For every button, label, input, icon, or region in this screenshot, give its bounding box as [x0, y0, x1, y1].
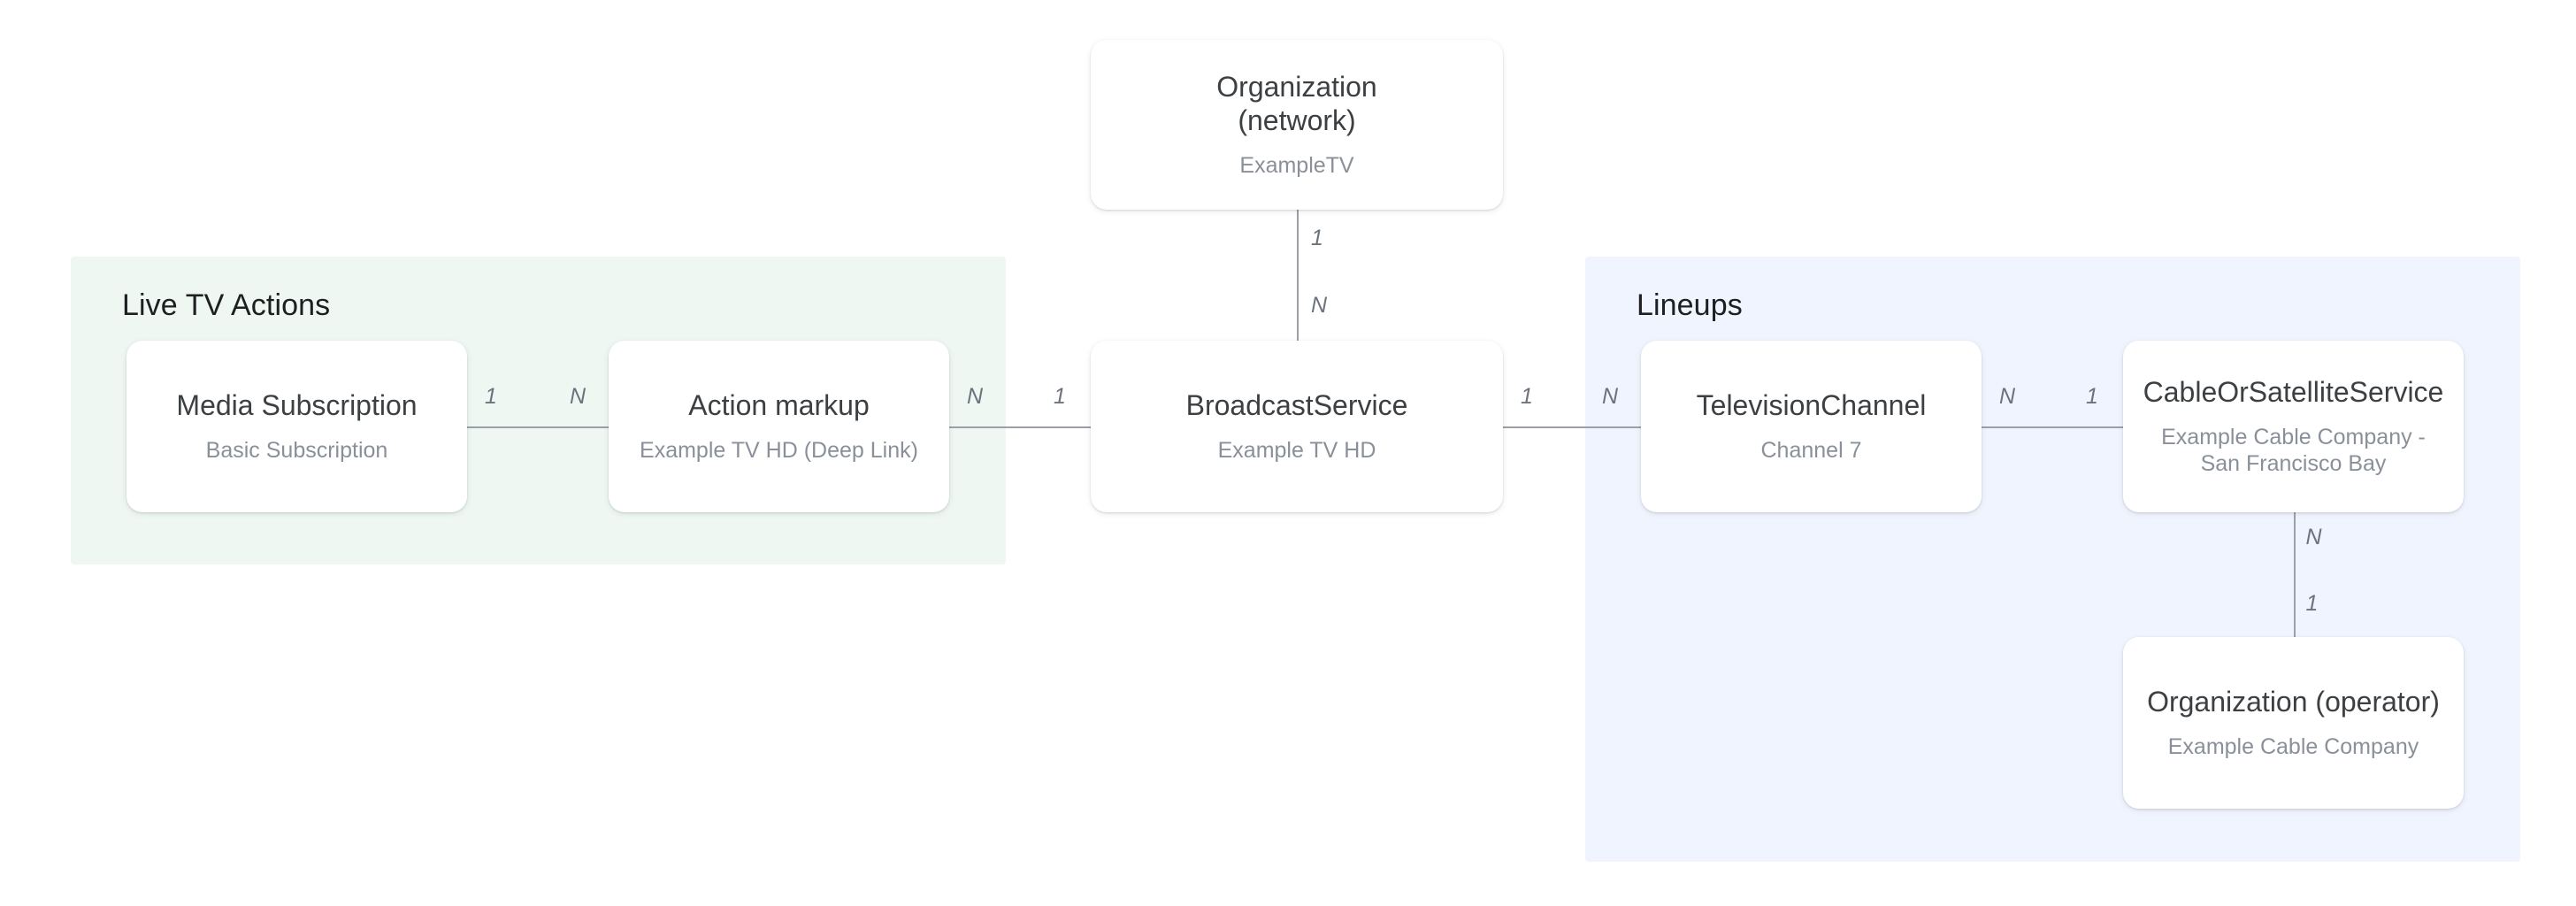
node-media-subscription[interactable]: Media Subscription Basic Subscription — [126, 341, 467, 512]
node-title: Media Subscription — [176, 388, 418, 421]
node-subtitle: ExampleTV — [1239, 153, 1354, 179]
edge-cardinality-label-television-channel-left: N — [1602, 384, 1619, 409]
edge-cardinality-label-broadcast-service-left: 1 — [1054, 384, 1066, 409]
edge-cable-or-satellite-service-to-organization-operator — [2293, 512, 2296, 637]
edge-cardinality-label-television-channel-right: N — [1999, 384, 2016, 409]
node-television-channel[interactable]: TelevisionChannel Channel 7 — [1641, 341, 1982, 512]
node-title: CableOrSatelliteService — [2143, 375, 2444, 408]
edge-broadcast-service-to-television-channel — [1503, 426, 1641, 428]
node-broadcast-service[interactable]: BroadcastService Example TV HD — [1091, 341, 1503, 512]
edge-cardinality-label-organization-network-down: 1 — [1311, 226, 1323, 250]
node-subtitle: Example TV HD — [1217, 438, 1376, 464]
node-title: Organization (operator) — [2147, 685, 2440, 718]
node-subtitle: Example Cable Company — [2167, 734, 2419, 760]
edge-action-markup-to-broadcast-service — [949, 426, 1091, 428]
edge-cardinality-label-cable-or-satellite-service-left: 1 — [2086, 384, 2098, 409]
node-subtitle: Example Cable Company - San Francisco Ba… — [2161, 425, 2426, 477]
edge-cardinality-label-organization-operator-up: 1 — [2305, 591, 2319, 616]
node-title: Organization (network) — [1216, 70, 1377, 136]
node-title: Action markup — [688, 388, 870, 421]
edge-organization-network-to-broadcast-service — [1297, 210, 1299, 341]
node-subtitle: Basic Subscription — [205, 438, 388, 464]
node-cable-or-satellite-service[interactable]: CableOrSatelliteService Example Cable Co… — [2123, 341, 2464, 512]
edge-cardinality-label-broadcast-service-right: 1 — [1521, 384, 1533, 409]
node-title: TelevisionChannel — [1696, 388, 1927, 421]
edge-cardinality-label-action-markup-left: N — [570, 384, 586, 409]
group-title-live-tv-actions: Live TV Actions — [122, 288, 331, 322]
node-subtitle: Channel 7 — [1760, 438, 1862, 464]
edge-television-channel-to-cable-or-satellite-service — [1982, 426, 2123, 428]
edge-cardinality-label-media-subscription-right: 1 — [485, 384, 497, 409]
node-subtitle: Example TV HD (Deep Link) — [640, 438, 918, 464]
edge-cardinality-label-broadcast-service-up: N — [1311, 293, 1328, 318]
node-organization-network[interactable]: Organization (network) ExampleTV — [1091, 40, 1503, 210]
node-organization-operator[interactable]: Organization (operator) Example Cable Co… — [2123, 637, 2464, 809]
node-action-markup[interactable]: Action markup Example TV HD (Deep Link) — [609, 341, 949, 512]
edge-cardinality-label-action-markup-right: N — [967, 384, 984, 409]
edge-media-subscription-to-action-markup — [467, 426, 609, 428]
edge-cardinality-label-cable-or-satellite-service-down: N — [2305, 525, 2322, 549]
group-title-lineups: Lineups — [1637, 288, 1743, 322]
node-title: BroadcastService — [1185, 388, 1408, 421]
